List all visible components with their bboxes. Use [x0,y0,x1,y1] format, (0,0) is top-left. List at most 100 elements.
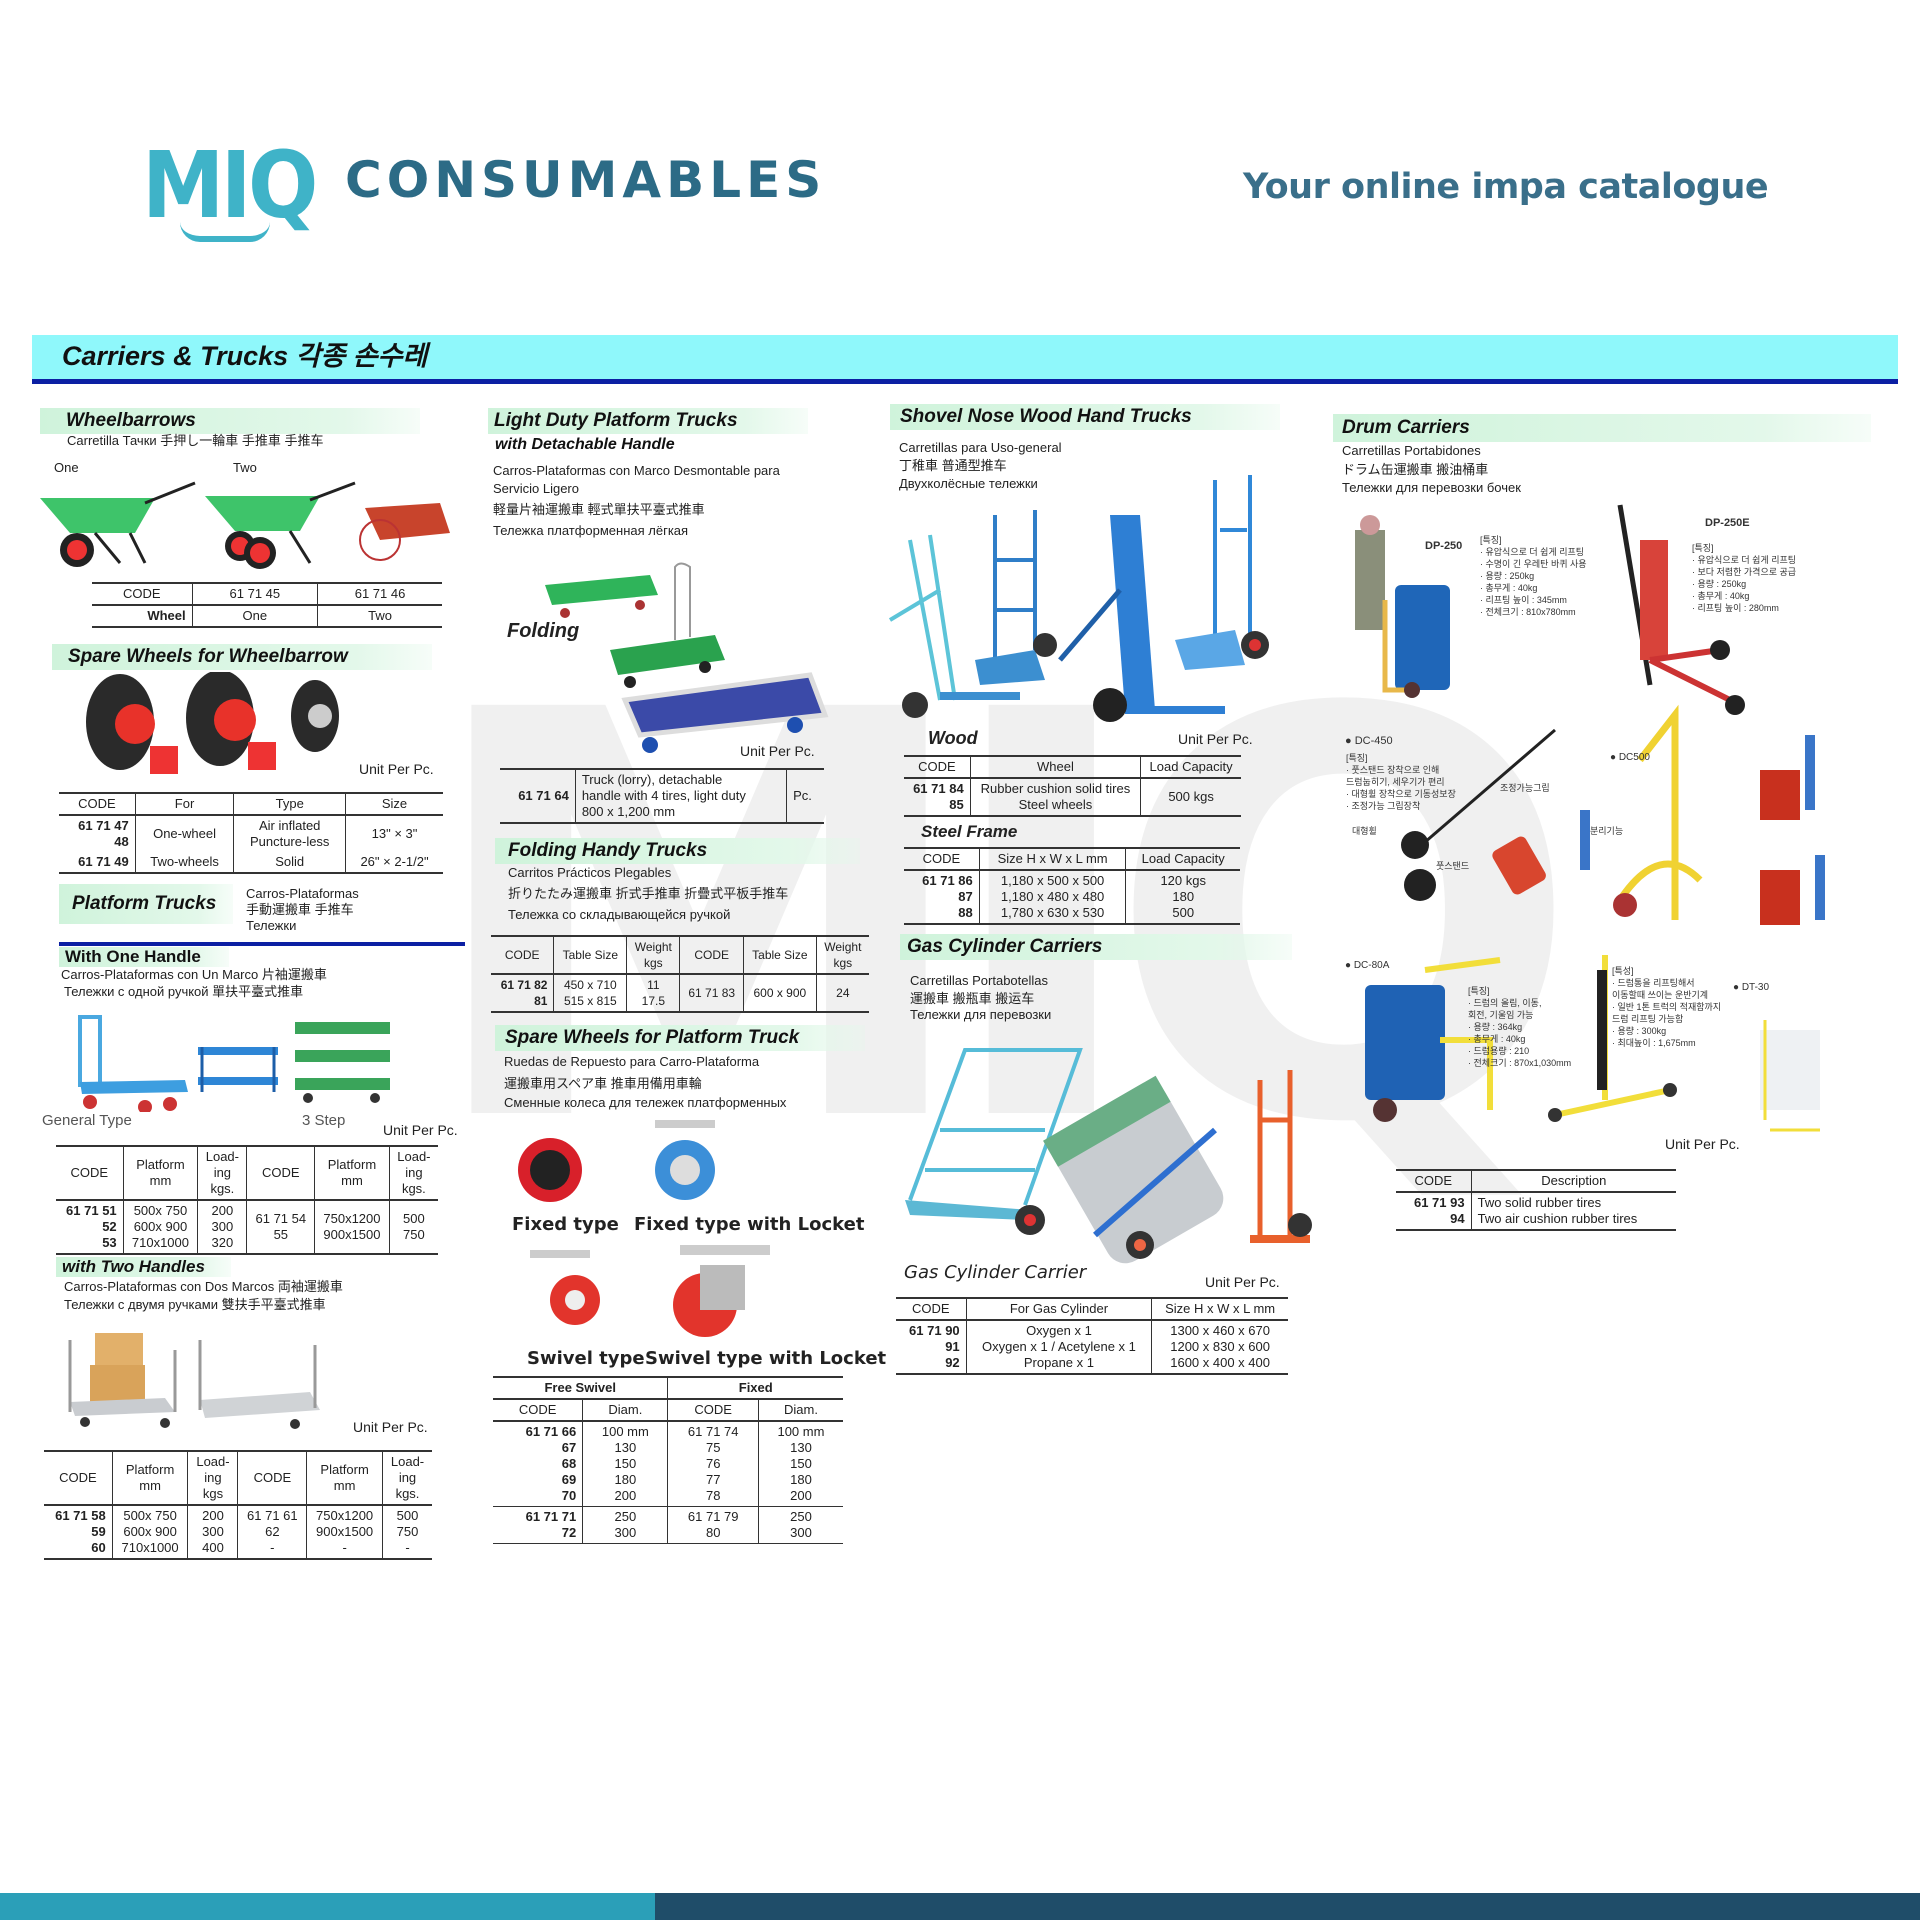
section-subtitle: 手動運搬車 手推车 [246,902,354,917]
section-divider [59,942,465,946]
image-label: General Type [42,1112,132,1129]
table-header-cell: CODE [70,1165,109,1180]
table-cell: 61 71 93 94 [1413,1195,1465,1226]
section-subtitle: Тележки для перевозки [910,1007,1052,1022]
section-title-drum-carriers: Drum Carriers [1342,417,1470,438]
unit-label: Unit Per Pc. [359,761,434,777]
spare-wheel-image [86,672,339,774]
page-title: Carriers & Trucks 각종 손수레 [62,341,428,371]
platform-truck-image [78,1015,390,1112]
model-notes: [특징] · 드럼의 올림, 이동, 회전, 기울임 가능 · 용량 : 364… [1468,986,1572,1068]
section-subtitle: Carretilla Тачки 手押し一輪車 手推車 手推车 [67,433,324,448]
table-header-cell: CODE [1414,1173,1453,1188]
section-title-line2: with Detachable Handle [495,436,675,453]
image-label: Folding [507,620,580,642]
table-cell: 26" × 2-1/2" [345,852,443,873]
table-header-cell: CODE [667,1399,759,1421]
section-subtitle: Тележки [246,918,297,933]
footer-bar [655,1893,1920,1920]
table-cell: One-wheel [134,815,234,852]
model-label: ● DC-450 [1345,735,1393,747]
tagline: Your online impa catalogue [1243,167,1769,207]
image-label: Two [233,460,257,475]
section-subtitle: Ruedas de Repuesto para Carro-Plataforma [504,1054,760,1069]
table-header-cell: Platform mm [314,1146,390,1200]
logo-text[interactable]: CONSUMABLES [345,151,827,209]
table-cell: 1,180 x 500 x 500 1,180 x 480 x 480 1,78… [978,870,1126,924]
model-label: DP-250E [1705,517,1750,529]
section-subtitle: Carretillas para Uso-general [899,440,1062,455]
table-header-cell: Load- ing kgs [187,1451,238,1505]
section-band [1333,414,1871,442]
model-label: ● DC-80A [1345,960,1390,971]
image-label: 조정가능그립 [1500,783,1550,793]
table-header-cell: CODE [246,1146,315,1200]
caster-label: Swivel type with Locket [645,1348,887,1369]
table-cell: 11 17.5 [626,974,680,1012]
table-header-cell: Wheel [969,756,1141,778]
table-header-cell: 61 71 46 [317,583,442,605]
platform-truck-two-handles-image [68,1333,320,1429]
section-title-light-duty: Light Duty Platform Trucks [494,410,738,431]
table-cell: 500 750 [388,1200,438,1254]
caster-label: Fixed type with Locket [634,1214,865,1235]
section-subtitle: Carros-Plataformas con Marco Desmontable… [493,463,780,478]
table-cell: Solid [233,852,346,873]
table-cell: 61 71 86 87 88 [922,873,973,920]
section-band [495,838,860,864]
table-header-cell: CODE [679,936,744,974]
section-title-platform-trucks: Platform Trucks [72,893,217,914]
section-band [52,644,432,670]
table-cell: 1300 x 460 x 670 1200 x 830 x 600 1600 x… [1151,1320,1288,1374]
table-cell: 600 x 900 [742,974,817,1012]
table-group-header: Free Swivel [544,1380,617,1395]
table-cell: Two solid rubber tires Two air cushion r… [1470,1192,1676,1230]
folding-platform-truck-image [545,562,829,753]
table-cell: 61 71 54 55 [246,1200,315,1254]
section-subtitle: Carros-Plataformas [246,886,359,901]
table-cell: Pc. [786,769,824,823]
table-cell: Truck (lorry), detachable handle with 4 … [574,769,787,823]
section-subtitle: 運搬車用スペア車 推車用備用車輪 [504,1076,702,1091]
subsection-title-steel-frame: Steel Frame [921,822,1018,841]
footer-bar-accent [0,1893,655,1920]
model-notes: [특징] · 유압식으로 더 쉽게 리프팅 · 보다 저렴한 가격으로 공급 ·… [1692,543,1797,613]
table-cell: 61 71 90 91 92 [909,1323,960,1370]
logo-smile-icon [180,222,270,242]
logo-mark[interactable]: MIQ [142,132,318,239]
table-header-cell: CODE [59,1470,97,1485]
table-cell: 61 71 82 81 [500,978,548,1008]
unit-label: Unit Per Pc. [353,1419,428,1435]
section-subtitle: Carretillas Portabidones [1342,443,1481,458]
table-cell: 61 71 47 48 [78,818,129,849]
section-subtitle: Тележки с одной ручкой 單扶平臺式推車 [64,984,304,999]
model-notes: [특징] · 유압식으로 더 쉽게 리프팅 · 수명이 긴 우레탄 바퀴 사용 … [1480,535,1587,617]
section-band [890,404,1280,430]
table-header-cell: 61 71 45 [191,583,318,605]
table-cell: 100 mm 130 150 180 200 [582,1421,668,1507]
table-header-cell: Platform mm [111,1451,188,1505]
section-band [59,947,229,967]
table-header-cell: CODE [912,1301,950,1316]
